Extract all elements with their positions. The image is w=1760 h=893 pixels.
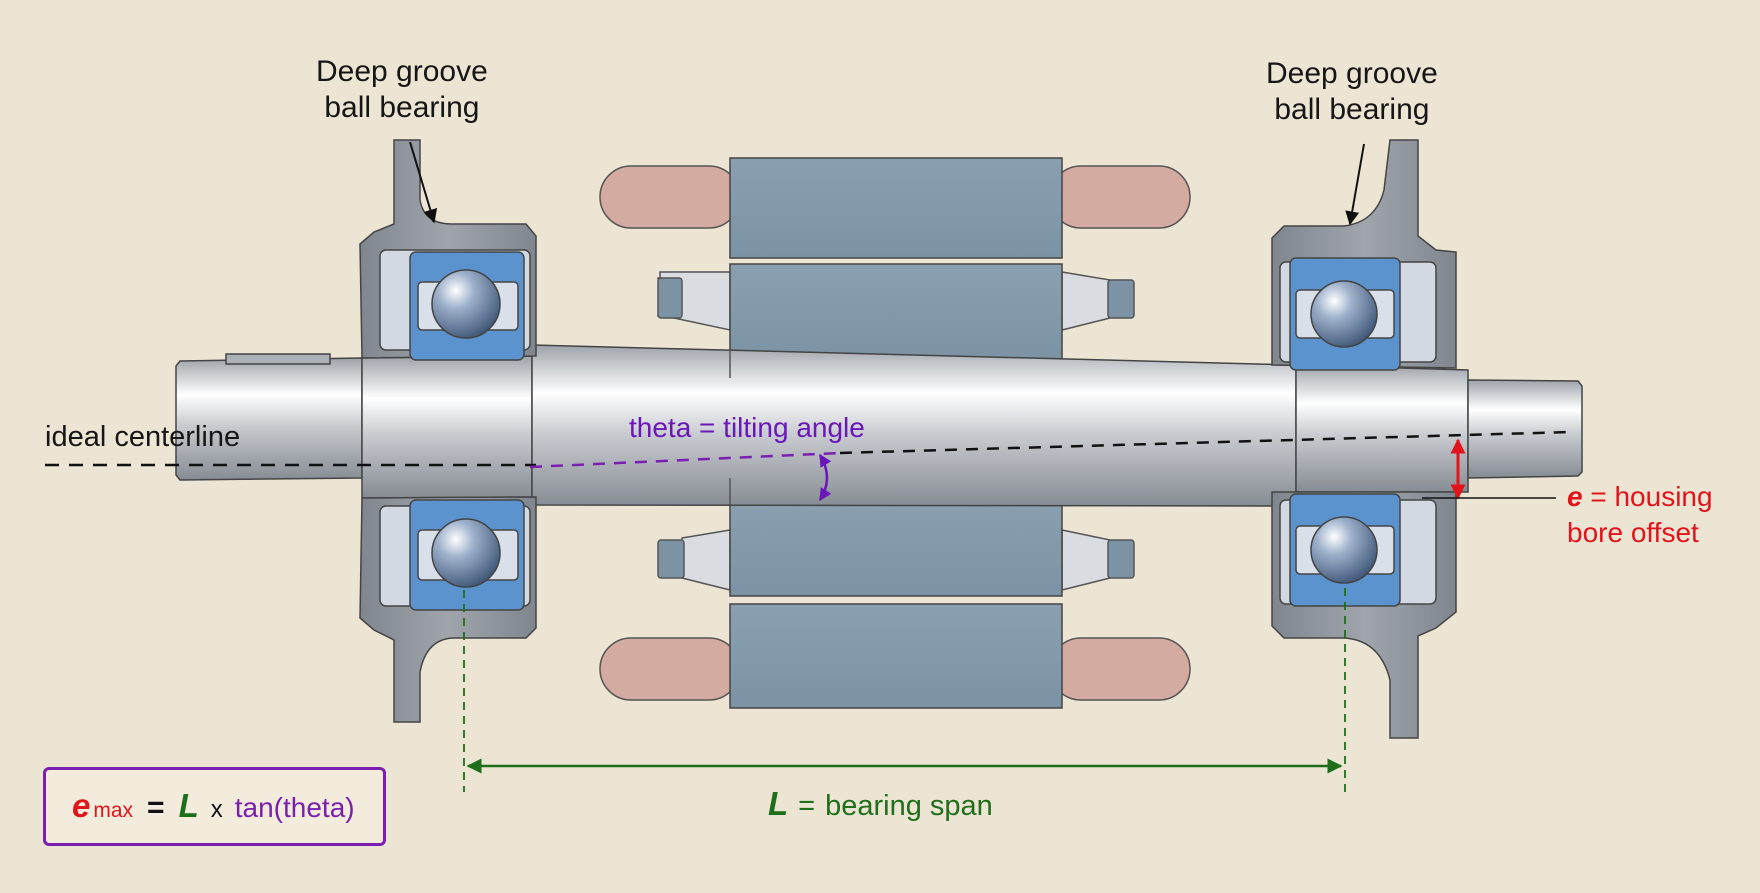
left-bearing-label-text: Deep groove ball bearing: [316, 55, 488, 124]
wedge-top-left-cap: [657, 277, 683, 319]
formula-equals: =: [147, 791, 165, 824]
right-bearing-bottom-ball: [1310, 516, 1378, 584]
shaft-right-journal: [1295, 364, 1469, 493]
stator-core-bottom-outer: [729, 603, 1063, 709]
bearing-span-label: L = bearing span: [768, 784, 993, 824]
stator-core-top-outer: [729, 157, 1063, 259]
tilted-centerline: [839, 430, 1571, 455]
shaft-right-stub: [1467, 379, 1583, 479]
winding-top-right: [1049, 165, 1191, 229]
left-bearing-label: Deep groove ball bearing: [316, 54, 488, 126]
stator-core: [729, 157, 1063, 709]
span-equals: =: [798, 790, 816, 822]
stator-core-top-inner: [729, 263, 1063, 361]
offset-text: = housing bore offset: [1567, 481, 1713, 548]
shaft-left-journal: [361, 355, 533, 499]
tilt-angle-arc: [818, 453, 832, 502]
offset-symbol: e: [1567, 481, 1583, 512]
offset-label: e = housing bore offset: [1567, 479, 1713, 550]
span-text: bearing span: [825, 790, 993, 822]
shaft-left-stub: [175, 357, 363, 481]
stator-windings: [599, 165, 1191, 701]
right-bearing-top-ball: [1310, 280, 1378, 348]
formula-L: L: [178, 787, 199, 824]
stator-wedges: [657, 271, 1135, 591]
formula-tan: tan(theta): [234, 792, 355, 823]
left-bearing-assembly: [359, 139, 537, 723]
shaft-key: [225, 353, 331, 365]
tilt-angle-label: theta = tilting angle: [629, 412, 865, 443]
formula-times: x: [210, 796, 223, 823]
right-bearing-callout-arrow: [1345, 143, 1365, 226]
wedge-bottom-left: [681, 529, 731, 591]
ideal-centerline-label: ideal centerline: [45, 421, 241, 453]
formula-e: e: [72, 787, 91, 824]
wedge-bottom-right: [1061, 529, 1111, 591]
formula-subscript: max: [93, 799, 134, 822]
right-bearing-label-text: Deep groove ball bearing: [1266, 57, 1438, 126]
shaft: [175, 344, 1583, 507]
wedge-bottom-left-cap: [657, 539, 685, 579]
right-bearing-label: Deep groove ball bearing: [1266, 56, 1438, 128]
wedge-top-right-cap: [1107, 279, 1135, 319]
left-bearing-top-ball: [431, 269, 501, 339]
left-bearing-bottom-ball: [431, 518, 501, 588]
left-bearing-callout-arrow: [409, 141, 438, 224]
wedge-bottom-right-cap: [1107, 539, 1135, 579]
winding-bottom-right: [1049, 637, 1191, 701]
winding-top-left: [599, 165, 741, 229]
winding-bottom-left: [599, 637, 741, 701]
span-symbol: L: [768, 785, 789, 822]
right-bearing-assembly: [1271, 139, 1457, 739]
wedge-top-right: [1061, 271, 1111, 331]
stator-core-bottom-inner: [729, 499, 1063, 597]
tilted-centerline-purple: [529, 451, 841, 469]
